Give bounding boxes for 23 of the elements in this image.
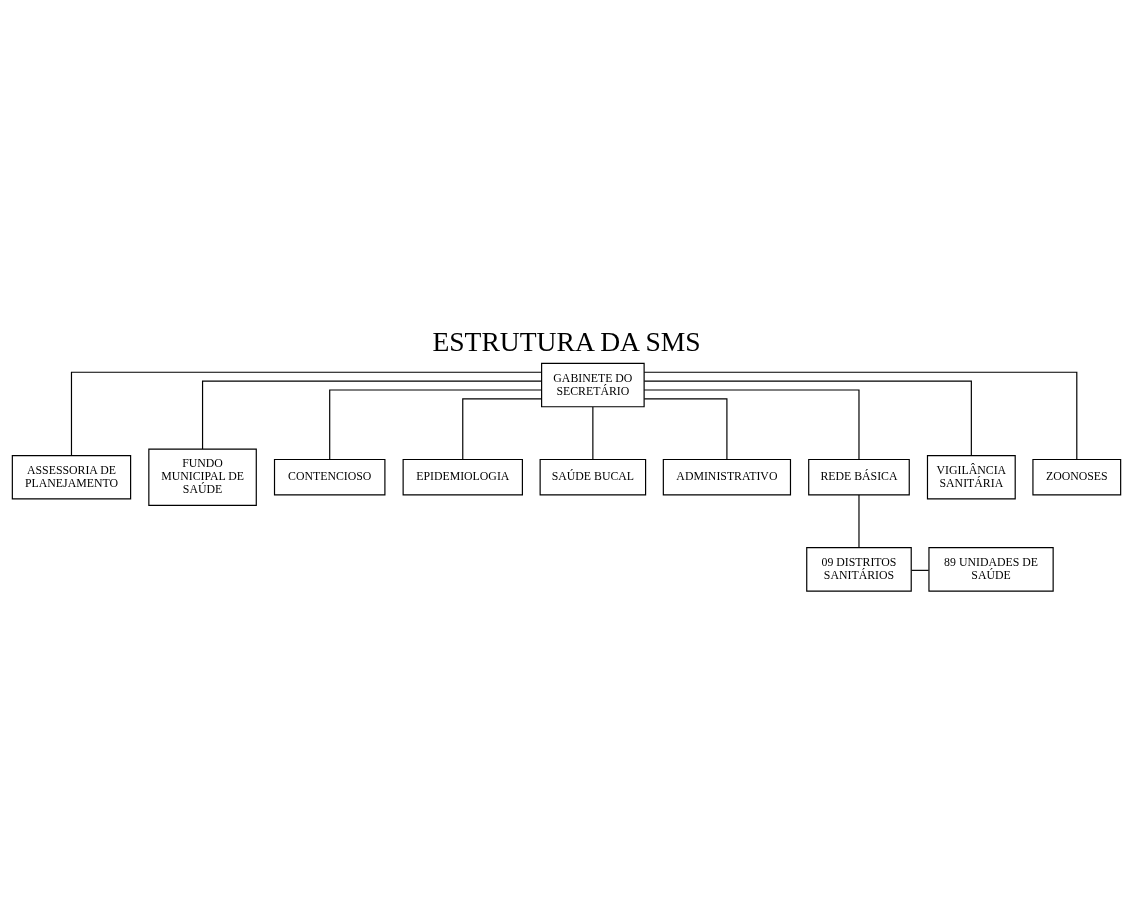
node-box: 89 UNIDADES DE SAÚDE [928,547,1054,592]
connector [70,371,543,457]
node-box: FUNDO MUNICIPAL DE SAÚDE [148,448,257,506]
node-box: ADMINISTRATIVO [662,458,792,496]
connector [643,371,1078,460]
node-box: 09 DISTRITOS SANITÁRIOS [806,547,912,592]
connector [201,380,543,450]
connector [329,389,543,460]
diagram-title: ESTRUTURA DA SMS [432,325,701,357]
node-box: REDE BÁSICA [808,458,910,496]
node-box: EPIDEMIOLOGIA [402,458,523,496]
node-box: CONTENCIOSO [273,458,386,496]
connector [462,398,543,461]
connector [592,406,594,460]
connector [643,389,860,460]
connector [643,380,972,456]
connector [858,494,860,548]
node-box: GABINETE DO SECRETÁRIO [541,362,645,408]
node-box: ASSESSORIA DE PLANEJAMENTO [11,454,132,500]
connector [643,398,728,461]
node-box: VIGILÂNCIA SANITÁRIA [926,454,1016,500]
node-box: SAÚDE BUCAL [539,458,647,496]
node-box: ZOONOSES [1032,458,1122,496]
